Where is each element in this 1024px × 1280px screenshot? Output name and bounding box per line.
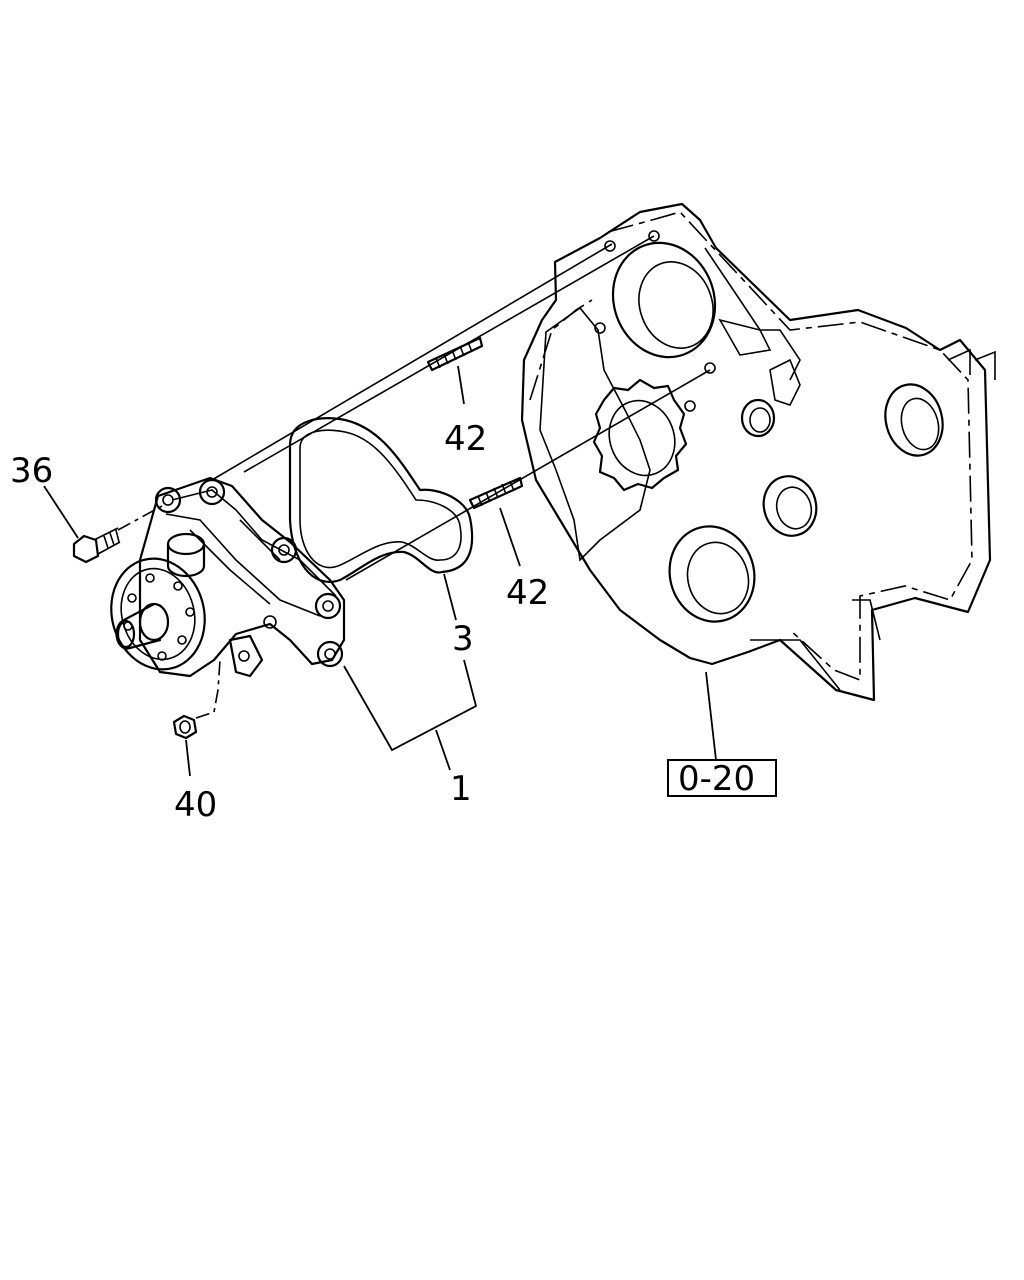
reference-label: 0-20 bbox=[678, 759, 755, 799]
callout-pump-assembly-1: 1 bbox=[450, 769, 472, 809]
callout-bolt-36: 36 bbox=[10, 451, 53, 491]
callout-nut-40: 40 bbox=[174, 785, 217, 825]
callout-stud-42-upper: 42 bbox=[444, 419, 487, 459]
timing-case-icon bbox=[520, 202, 996, 702]
bolt-icon bbox=[72, 527, 121, 564]
stud-icon bbox=[426, 336, 524, 510]
leader-lines bbox=[43, 365, 717, 777]
callout-stud-42-lower: 42 bbox=[506, 573, 549, 613]
nut-icon bbox=[172, 714, 198, 740]
alignment-lines bbox=[117, 235, 711, 719]
callout-gasket-3: 3 bbox=[452, 619, 474, 659]
water-pump-icon bbox=[110, 476, 346, 678]
reference-box[interactable]: 0-20 bbox=[667, 759, 777, 799]
gasket-icon bbox=[288, 417, 474, 583]
